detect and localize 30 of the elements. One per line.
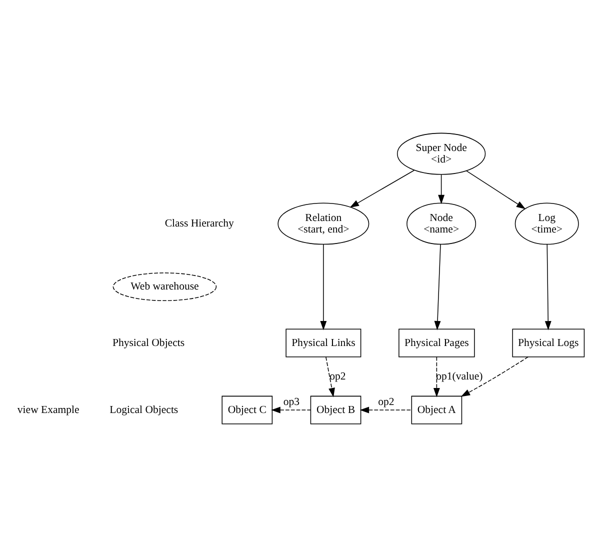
edge-label: op2 [330, 370, 346, 382]
node-box: Physical Pages [398, 328, 475, 358]
arrow [320, 244, 327, 330]
node-box: Object C [222, 396, 273, 424]
label: Class Hierarchy [164, 218, 234, 230]
arrow [460, 356, 528, 397]
node-ellipse: Web warehouse [112, 272, 217, 302]
arrow [350, 170, 415, 208]
label: Physical Objects [112, 336, 185, 349]
arrow [326, 356, 335, 398]
node-box: Physical Links [286, 328, 362, 358]
arrow [438, 174, 445, 204]
arrow [466, 170, 526, 210]
node-box: Physical Logs [512, 328, 585, 358]
arrow [433, 356, 440, 398]
arrow [434, 244, 441, 330]
node-box: Object B [310, 396, 362, 424]
arrow [271, 406, 311, 414]
label: view Example [17, 404, 80, 416]
node-box: Object A [411, 396, 462, 424]
label: Logical Objects [110, 404, 178, 416]
edge-label: op2 [378, 396, 394, 408]
node-ellipse: Node <name> [406, 202, 476, 245]
arrow [360, 406, 412, 414]
edge-label: op3 [283, 396, 300, 408]
arrow [544, 244, 552, 330]
node-ellipse: Super Node <id> [396, 132, 486, 175]
node-ellipse: Relation <start, end> [278, 202, 370, 245]
edge-label: op1(value) [436, 370, 483, 382]
node-ellipse: Log <time> [514, 202, 579, 245]
